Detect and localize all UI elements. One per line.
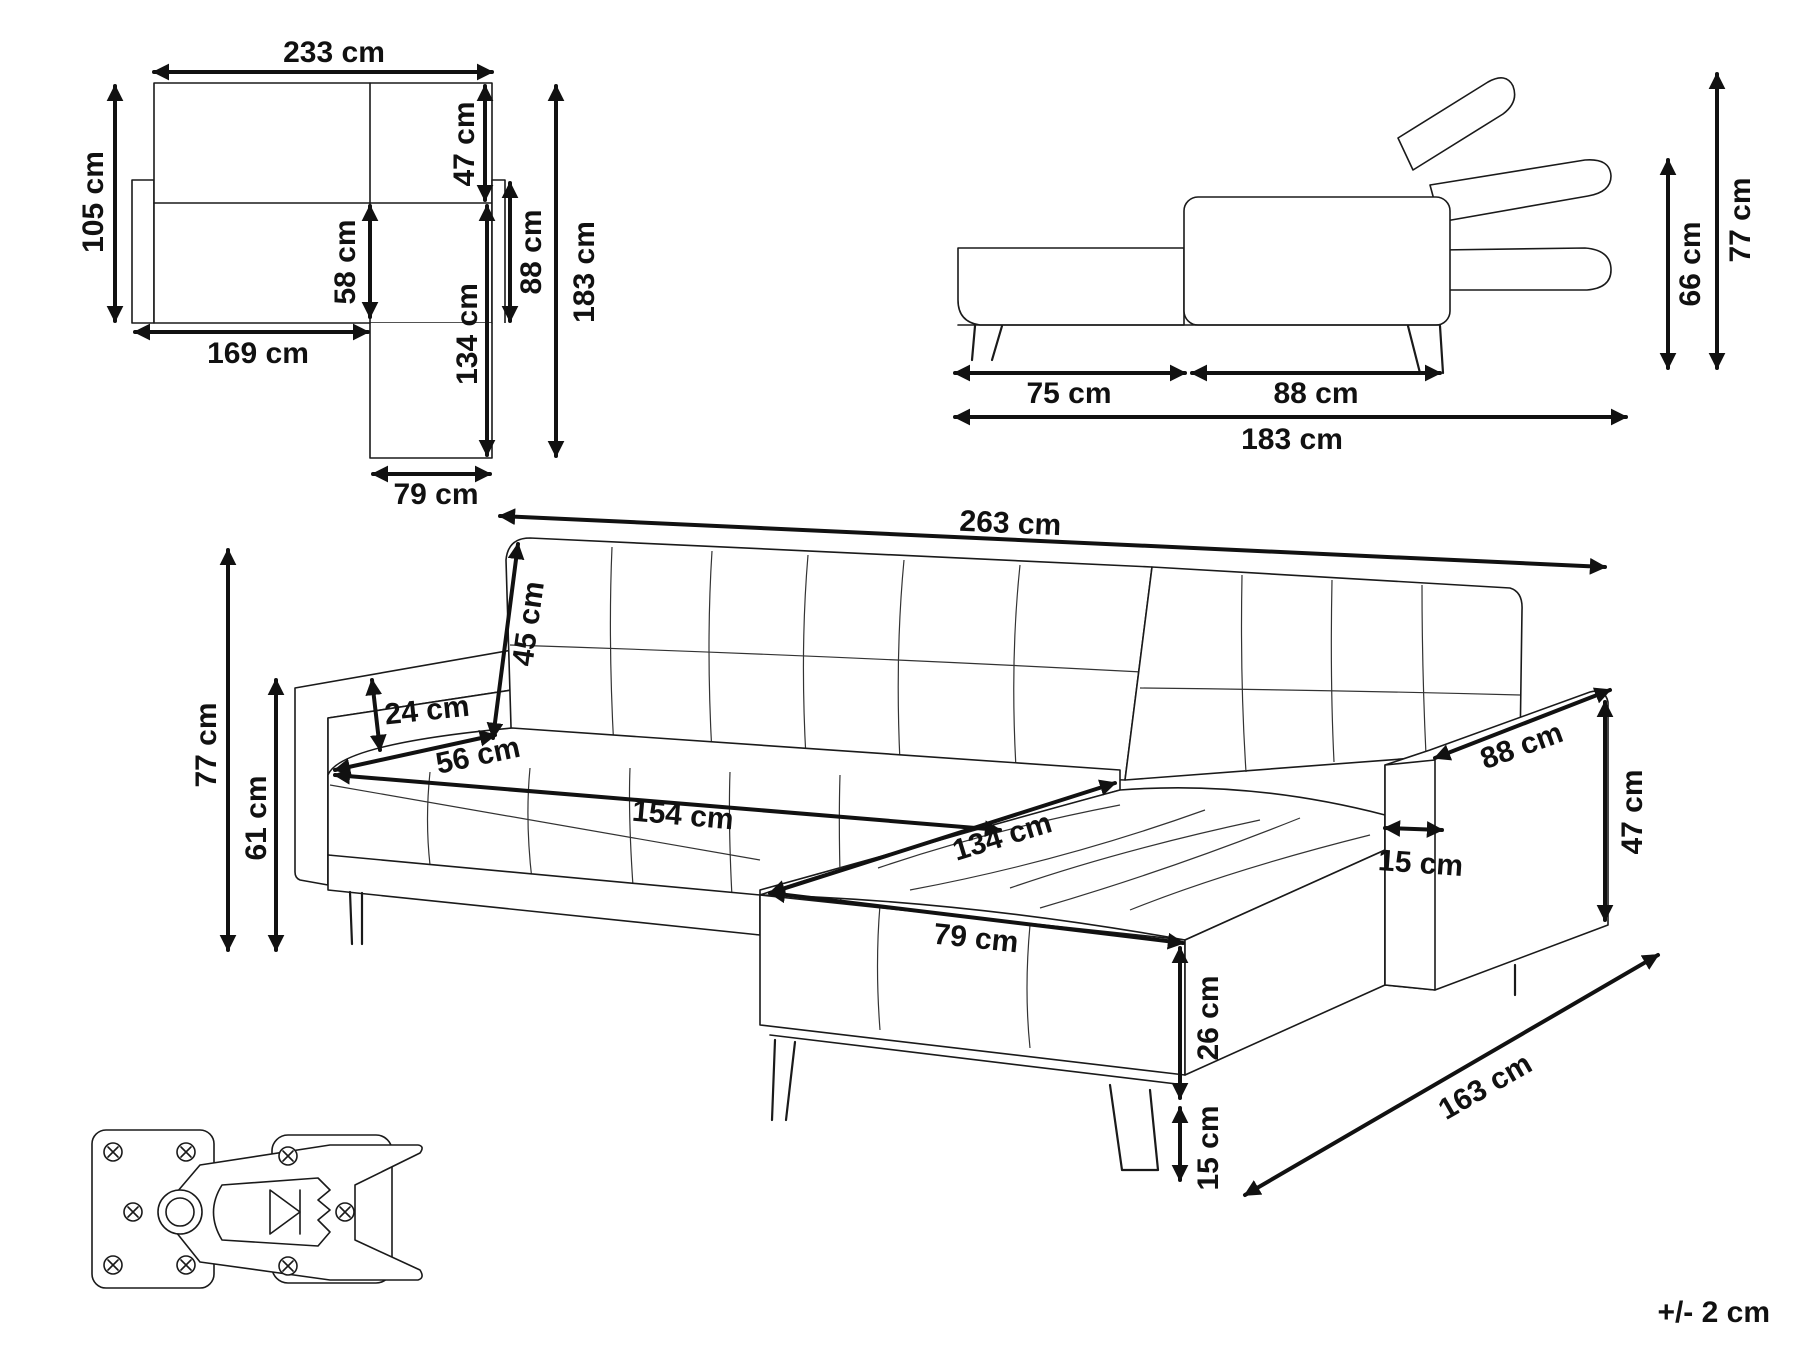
persp-armrest-width-label: 15 cm: [1377, 844, 1464, 883]
persp-armrest-height-label: 61 cm: [240, 775, 273, 860]
side-seat-height-label: 66 cm: [1674, 221, 1707, 306]
screw-icon: [176, 1142, 196, 1162]
top-total-depth-label: 183 cm: [568, 221, 601, 323]
side-bed-length-label: 183 cm: [1241, 423, 1343, 456]
screw-icon: [278, 1146, 298, 1166]
screw-icon: [123, 1202, 143, 1222]
top-chaise-width-label: 79 cm: [393, 478, 478, 511]
perspective-view: 263 cm 45 cm 24 cm 56 cm 77 cm 61 cm 154…: [190, 505, 1660, 1197]
top-chaise-length-label: 134 cm: [451, 283, 484, 385]
screw-icon: [278, 1256, 298, 1276]
top-back-depth-label: 47 cm: [448, 101, 481, 186]
side-total-height-label: 77 cm: [1724, 177, 1757, 262]
side-seat-section-label: 75 cm: [1026, 377, 1111, 410]
screw-icon: [176, 1255, 196, 1275]
persp-total-width-label: 263 cm: [959, 505, 1062, 542]
top-total-width-label: 233 cm: [283, 36, 385, 69]
side-back-section-label: 88 cm: [1273, 377, 1358, 410]
top-chaise-seat-label: 88 cm: [515, 209, 548, 294]
top-sofa-length-label: 169 cm: [207, 337, 309, 370]
tolerance-note: +/- 2 cm: [1657, 1296, 1770, 1329]
side-view-profile: 75 cm 88 cm 183 cm 66 cm 77 cm: [953, 72, 1757, 456]
top-view-plan: 233 cm 105 cm 47 cm 58 cm 169 cm 134 cm …: [77, 36, 601, 511]
persp-total-depth-label: 163 cm: [1433, 1047, 1538, 1126]
persp-cushion-height-label: 26 cm: [1192, 975, 1225, 1060]
hinge-mechanism-detail: [91, 1129, 423, 1289]
screw-icon: [103, 1142, 123, 1162]
persp-leg-height-label: 15 cm: [1192, 1105, 1225, 1190]
top-seat-depth-label: 58 cm: [329, 219, 362, 304]
screw-icon: [103, 1255, 123, 1275]
top-side-depth-label: 105 cm: [77, 151, 110, 253]
screw-icon: [335, 1202, 355, 1222]
persp-side-height-label: 47 cm: [1616, 769, 1649, 854]
persp-total-height-label: 77 cm: [190, 702, 223, 787]
